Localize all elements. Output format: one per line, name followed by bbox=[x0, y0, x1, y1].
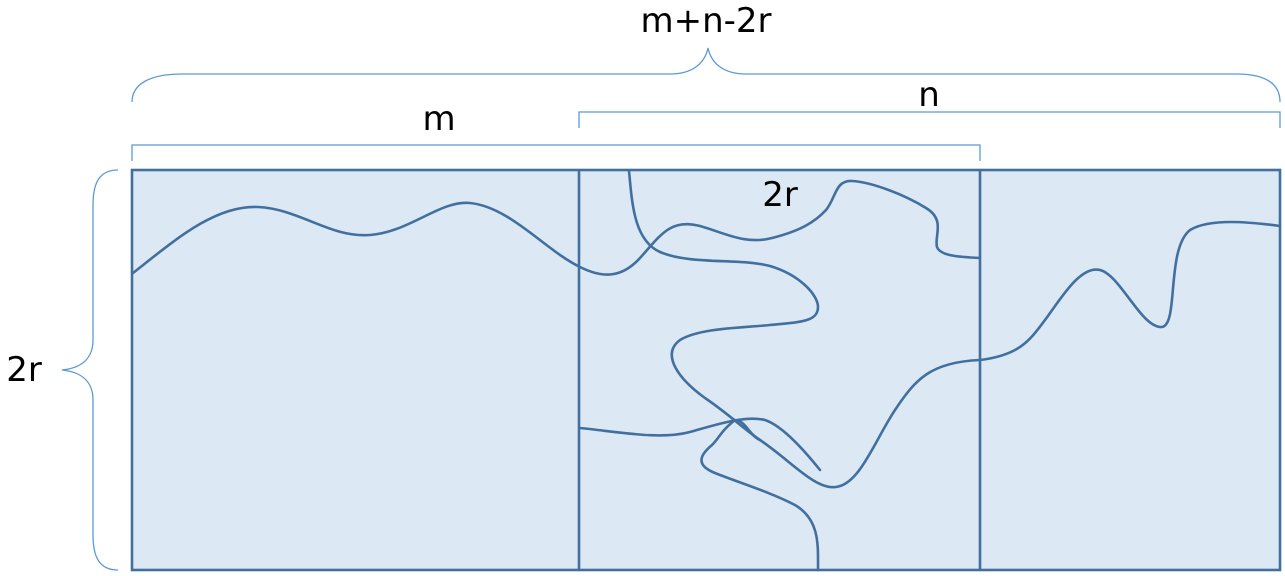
total-width-label: m+n-2r bbox=[640, 1, 771, 41]
lower-middle-curve bbox=[578, 417, 822, 472]
right-wavy-curve bbox=[978, 220, 1282, 362]
m-bracket bbox=[131, 144, 981, 161]
m-label: m bbox=[422, 99, 455, 139]
overlap-label: 2r bbox=[762, 175, 798, 215]
height-label: 2r bbox=[6, 350, 42, 390]
n-label: n bbox=[918, 75, 940, 115]
total-width-brace bbox=[131, 47, 1281, 103]
bottom-middle-curve bbox=[700, 418, 820, 572]
height-brace bbox=[61, 169, 119, 571]
left-wavy-curve bbox=[131, 179, 982, 276]
main-rectangle bbox=[130, 168, 1282, 572]
middle-winding-curve bbox=[627, 169, 982, 489]
n-bracket bbox=[578, 111, 1281, 128]
